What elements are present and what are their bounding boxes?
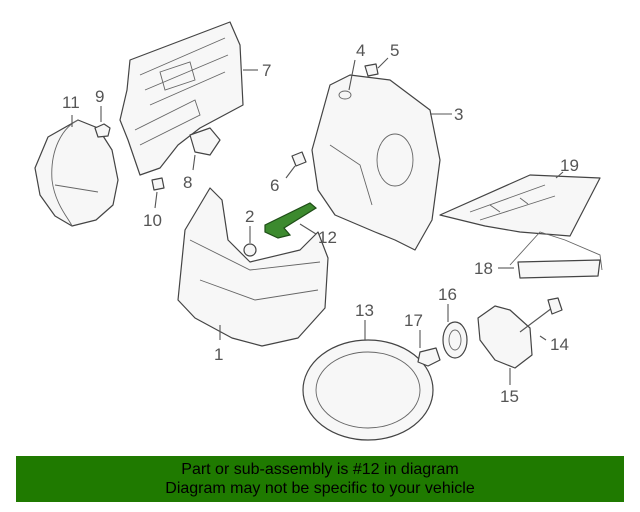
parts-diagram: 11 9 7 8 10 1 2 12 — [34, 21, 603, 441]
leader-12 — [299, 223, 317, 235]
label-4[interactable]: 4 — [356, 41, 365, 60]
part-14-bolt[interactable] — [519, 297, 563, 333]
label-6[interactable]: 6 — [270, 176, 279, 195]
label-13[interactable]: 13 — [355, 301, 374, 320]
part-16-ring[interactable] — [442, 321, 468, 359]
leader-14 — [539, 335, 547, 341]
label-5[interactable]: 5 — [390, 41, 399, 60]
label-18[interactable]: 18 — [474, 259, 493, 278]
label-2[interactable]: 2 — [245, 207, 254, 226]
part-12-highlighted[interactable] — [264, 202, 318, 239]
label-3[interactable]: 3 — [454, 105, 463, 124]
part-9-clip[interactable] — [94, 123, 111, 138]
label-19[interactable]: 19 — [560, 156, 579, 175]
part-7-side-trim[interactable] — [119, 21, 244, 176]
part-5-push-clip[interactable] — [364, 63, 379, 77]
part-13-spare-tire[interactable] — [302, 339, 434, 441]
label-7[interactable]: 7 — [262, 61, 271, 80]
part-11-tire-cover[interactable] — [34, 119, 119, 227]
banner-line-2: Diagram may not be specific to your vehi… — [165, 480, 475, 497]
label-9[interactable]: 9 — [95, 87, 104, 106]
banner-line-1: Part or sub-assembly is #12 in diagram — [181, 461, 459, 478]
label-14[interactable]: 14 — [550, 335, 569, 354]
label-16[interactable]: 16 — [438, 285, 457, 304]
info-banner: Part or sub-assembly is #12 in diagram D… — [16, 456, 624, 502]
leader-6 — [285, 165, 296, 179]
label-17[interactable]: 17 — [404, 311, 423, 330]
part-15-wheel-holder[interactable] — [477, 305, 533, 369]
leader-10 — [154, 191, 158, 209]
leader-4 — [348, 59, 356, 91]
label-10[interactable]: 10 — [143, 211, 162, 230]
label-11[interactable]: 11 — [62, 93, 80, 112]
part-19-tool-tray[interactable] — [439, 174, 601, 237]
part-2-fastener[interactable] — [243, 243, 257, 257]
part-18-jack[interactable] — [509, 231, 603, 279]
leader-19 — [555, 171, 564, 179]
part-1-rear-trim[interactable] — [177, 187, 329, 347]
part-8-bracket[interactable] — [189, 127, 221, 156]
part-6-plug[interactable] — [291, 151, 307, 167]
label-12[interactable]: 12 — [318, 228, 337, 247]
label-1[interactable]: 1 — [214, 345, 223, 364]
part-3-storage-tray[interactable] — [311, 74, 441, 251]
part-17-nut[interactable] — [417, 347, 441, 367]
label-8[interactable]: 8 — [183, 173, 192, 192]
leader-5 — [377, 57, 389, 69]
label-15[interactable]: 15 — [500, 387, 519, 406]
leader-8 — [192, 154, 196, 171]
part-10-clip[interactable] — [151, 177, 165, 191]
